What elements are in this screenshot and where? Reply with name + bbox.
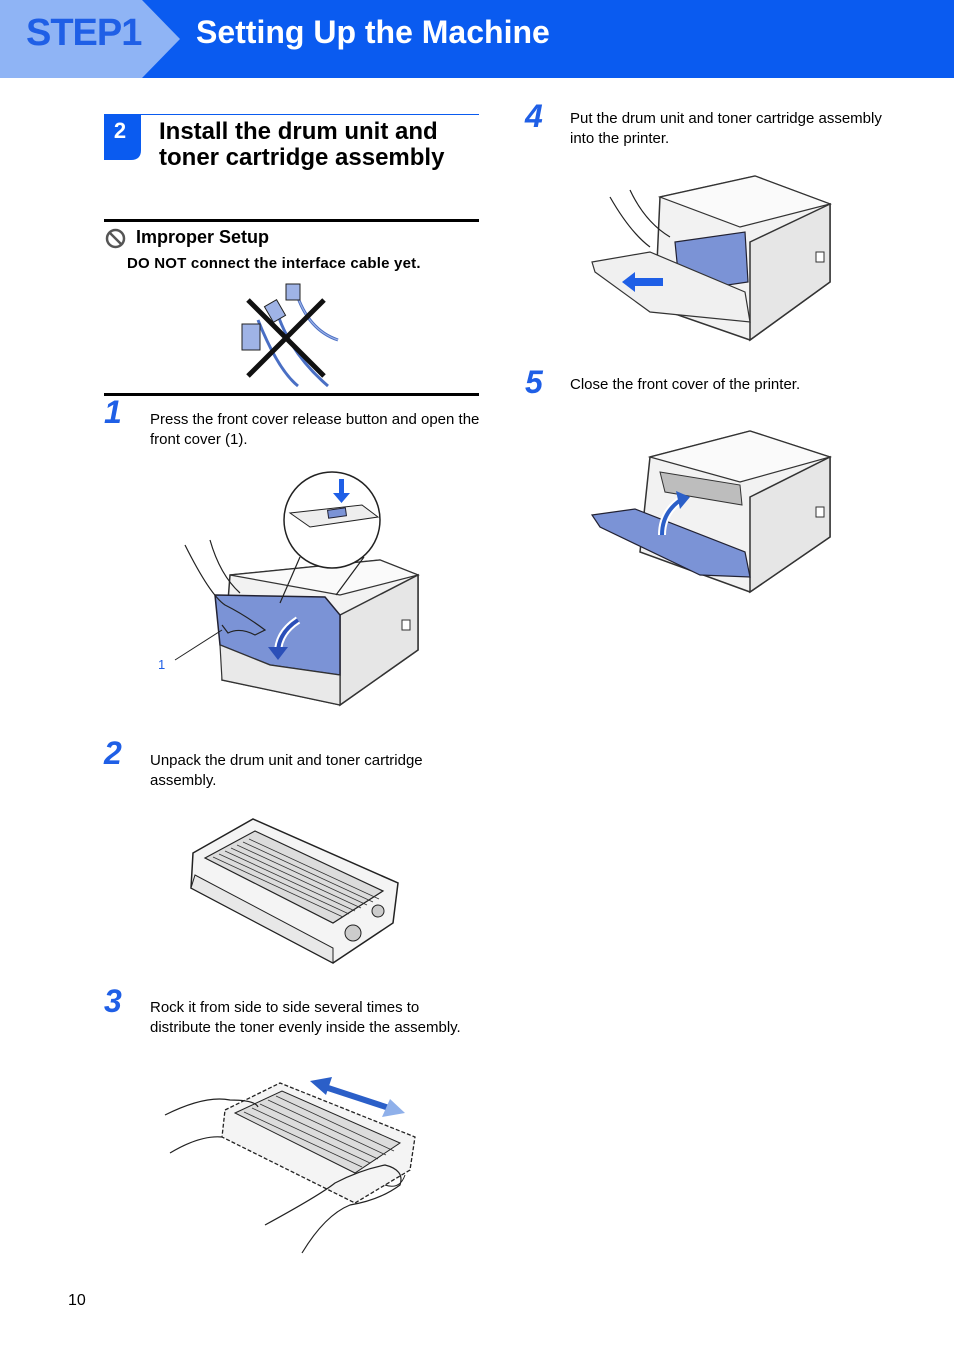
prohibited-icon <box>105 228 126 249</box>
step-5-text: Close the front cover of the printer. <box>570 376 801 393</box>
warning-title: Improper Setup <box>136 227 270 247</box>
section-number: 2 <box>113 118 127 143</box>
figure-insert-drum-unit <box>591 175 833 342</box>
step-2-number: 2 <box>104 735 122 771</box>
section-rule <box>104 114 479 115</box>
section-number-badge <box>104 114 141 160</box>
step-1-text: Press the front cover release button and… <box>150 411 480 448</box>
warning-body: DO NOT connect the interface cable yet. <box>127 255 421 272</box>
step-tab-shape <box>0 0 180 78</box>
step-1-number: 1 <box>104 394 122 430</box>
warning-top-rule <box>104 219 479 222</box>
interface-cable-illustration <box>241 283 339 388</box>
figure-rock-drum-unit <box>164 1077 416 1254</box>
figure-open-front-cover <box>174 471 420 707</box>
figure-1-callout: 1 <box>158 657 166 672</box>
step-2-text: Unpack the drum unit and toner cartridge… <box>150 752 423 789</box>
page-number: 10 <box>68 1292 86 1309</box>
step-label: STEP1 <box>26 12 142 54</box>
step-4-text: Put the drum unit and toner cartridge as… <box>570 110 882 147</box>
figure-drum-unit <box>190 818 399 964</box>
step-5-number: 5 <box>525 364 543 400</box>
step-4-number: 4 <box>525 98 543 134</box>
step-3-number: 3 <box>104 983 122 1019</box>
page-title: Setting Up the Machine <box>196 14 550 50</box>
step-3-text: Rock it from side to side several times … <box>150 999 461 1036</box>
warning-bottom-rule <box>104 393 479 396</box>
section-title: Install the drum unit and toner cartridg… <box>159 118 445 171</box>
figure-close-front-cover <box>590 430 833 594</box>
